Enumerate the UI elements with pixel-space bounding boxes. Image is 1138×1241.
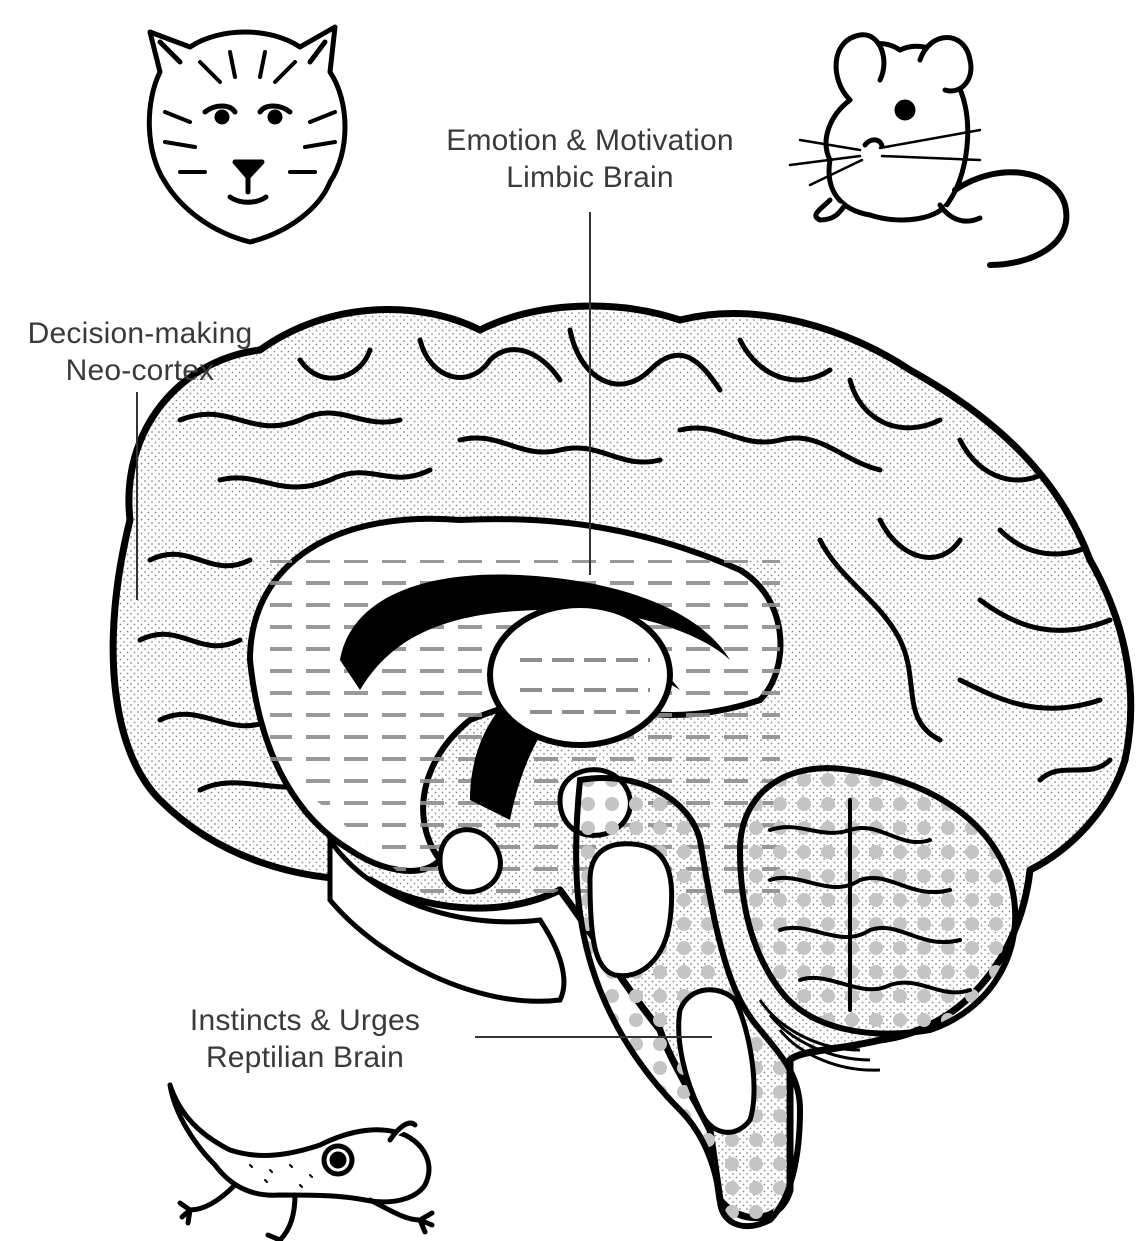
limbic-label-line1: Emotion & Motivation: [410, 122, 770, 159]
limbic-label-line2: Limbic Brain: [410, 159, 770, 196]
brain-illustration: [113, 306, 1131, 1226]
neocortex-label-line2: Neo-cortex: [0, 352, 280, 389]
gecko-drawing: [170, 1085, 432, 1241]
limbic-brain-label: Emotion & Motivation Limbic Brain: [410, 122, 770, 196]
reptilian-brain-label: Instincts & Urges Reptilian Brain: [160, 1002, 450, 1076]
neocortex-label-line1: Decision-making: [0, 315, 280, 352]
reptilian-label-line1: Instincts & Urges: [160, 1002, 450, 1039]
mouse-drawing: [790, 35, 1066, 265]
reptilian-label-line2: Reptilian Brain: [160, 1039, 450, 1076]
thalamus: [490, 605, 670, 745]
tiger-head-drawing: [149, 27, 345, 242]
neocortex-label: Decision-making Neo-cortex: [0, 315, 280, 389]
